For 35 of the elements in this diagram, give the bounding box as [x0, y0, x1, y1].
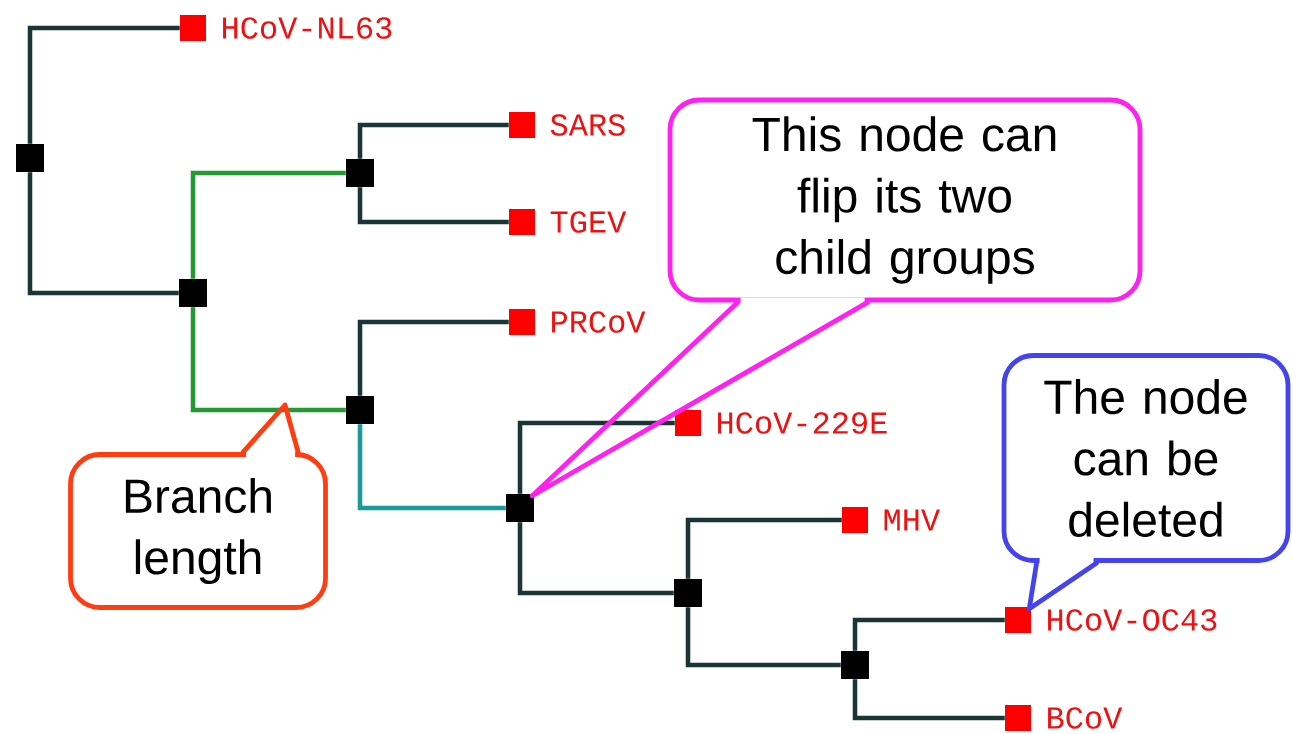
- leaf-label: SARS: [550, 114, 625, 136]
- tree-branch: [852, 617, 1005, 651]
- internal-node-square: [179, 279, 207, 307]
- callout-tail: [240, 402, 301, 455]
- callout-tail: [1026, 560, 1099, 612]
- tree-branch: [517, 420, 675, 494]
- tree-branch: [27, 25, 180, 144]
- speech-bubble: This node can flip its two child groups: [667, 97, 1143, 308]
- leaf-label: TGEV: [550, 211, 627, 233]
- tree-branch: [685, 517, 842, 579]
- internal-node-square: [506, 494, 534, 522]
- leaf-label: BCoV: [1048, 707, 1123, 729]
- tree-branch: [852, 679, 1005, 721]
- tree-branch: [190, 307, 346, 413]
- tree-branch: [517, 522, 674, 596]
- internal-node-square: [674, 579, 702, 607]
- speech-bubble: The node can be deleted: [1001, 353, 1291, 568]
- tree-branch: [357, 319, 509, 396]
- leaf-label: HCoV-NL63: [223, 17, 392, 39]
- tree-branch: [357, 187, 509, 225]
- leaf-label: HCoV-229E: [718, 412, 887, 434]
- tree-branch: [357, 424, 506, 511]
- internal-node-square: [346, 159, 374, 187]
- speech-bubble: Branch length: [68, 447, 328, 610]
- callout-tail: [529, 300, 870, 499]
- leaf-label: PRCoV: [552, 311, 646, 333]
- leaf-label: HCoV-OC43: [1048, 609, 1217, 631]
- tree-branch: [27, 172, 179, 296]
- leaf-label: MHV: [884, 509, 940, 531]
- internal-node-square: [841, 651, 869, 679]
- tree-branch: [190, 170, 346, 279]
- tree-branch: [357, 122, 509, 159]
- tree-branch: [685, 607, 841, 668]
- internal-node-square: [16, 144, 44, 172]
- internal-node-square: [346, 396, 374, 424]
